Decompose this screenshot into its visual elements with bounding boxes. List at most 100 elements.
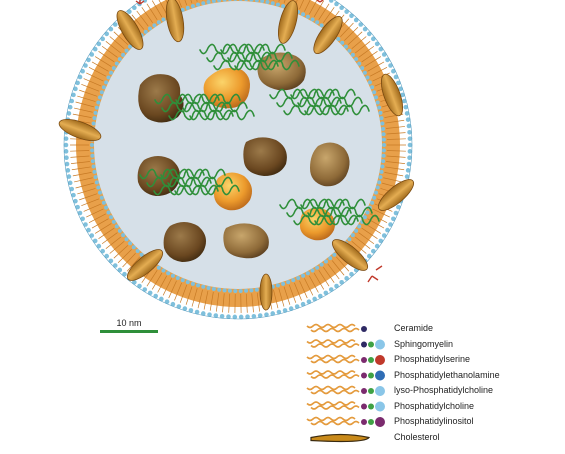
lipid-head xyxy=(378,110,383,115)
lipid-tail xyxy=(327,263,340,280)
lipid-head xyxy=(108,258,114,264)
lipid-head xyxy=(381,153,386,158)
lipid-head xyxy=(403,104,409,110)
lipid-head xyxy=(73,198,78,204)
lipid-tail xyxy=(383,177,402,183)
lipid-head xyxy=(93,110,98,115)
lipid-tail xyxy=(306,323,356,329)
lipid-head xyxy=(407,129,412,135)
lipid-tail xyxy=(136,10,149,27)
sphingomyelin-icon xyxy=(375,339,385,350)
lipid-head xyxy=(371,248,376,254)
lipid-tail xyxy=(340,22,354,38)
lipid-head xyxy=(137,283,142,289)
glycan xyxy=(367,265,383,283)
lyso-phosphatidylcholine-icon xyxy=(375,386,385,396)
surface-glycans xyxy=(135,0,383,283)
legend-item-phosphatidylcholine: Phosphatidylcholine xyxy=(305,399,555,415)
lipid-head xyxy=(349,271,354,277)
lipid-head xyxy=(156,265,161,270)
membrane-outline xyxy=(63,0,413,320)
lipid-head xyxy=(190,4,195,9)
lipid-head xyxy=(350,52,355,57)
lipid-head xyxy=(213,313,219,318)
lipid-tail xyxy=(386,138,406,140)
lipid-head xyxy=(244,0,248,2)
phosphatidylserine-icon xyxy=(361,357,367,363)
lipid-tail xyxy=(313,0,325,18)
lipid-tail xyxy=(209,291,214,311)
legend-icons xyxy=(306,323,385,443)
lipid-head xyxy=(63,149,69,154)
phosphatidylcholine-icon xyxy=(375,401,385,412)
lipid-head xyxy=(377,180,382,185)
lipid-head xyxy=(367,80,372,85)
lipid-tail xyxy=(179,284,188,303)
lipid-tail xyxy=(386,132,406,135)
lipid-head xyxy=(66,174,72,179)
lipid-head xyxy=(291,278,296,283)
legend-item-phosphatidylserine: Phosphatidylserine xyxy=(305,352,555,368)
rna-strand xyxy=(300,198,366,210)
apo-band xyxy=(58,118,102,142)
lipid-tail xyxy=(361,227,378,239)
lipid-tail xyxy=(75,182,95,189)
lipid-tail xyxy=(81,83,100,92)
lipid-tail xyxy=(351,36,367,50)
lipid-head xyxy=(164,299,170,304)
lipid-tail xyxy=(283,0,286,4)
legend: Ceramide Sphingomyelin Phosphatidylserin… xyxy=(305,321,555,445)
lipid-tail xyxy=(79,89,98,97)
lipid-tail xyxy=(299,0,305,10)
lipid-tail xyxy=(306,401,356,406)
lyso-phosphatidylcholine-icon xyxy=(368,388,374,394)
lipid-head xyxy=(92,46,98,52)
lipid-head xyxy=(98,190,103,195)
lipid-head xyxy=(96,100,101,105)
lipid-head xyxy=(161,268,166,273)
lipid-head xyxy=(63,142,69,148)
lipid-head xyxy=(328,0,334,3)
lipid-head xyxy=(276,309,282,315)
lipid-head xyxy=(370,85,375,90)
lipid-tail xyxy=(185,286,193,305)
lipid-head xyxy=(249,288,254,293)
lipid-head xyxy=(77,74,83,80)
lipid-tail xyxy=(385,119,405,124)
lipid-head xyxy=(350,233,355,238)
lipid-head xyxy=(353,17,359,23)
lipid-head xyxy=(323,290,329,296)
lipid-head xyxy=(80,216,85,222)
lipid-tail xyxy=(91,218,109,229)
lipid-head xyxy=(86,57,91,63)
lipid-head xyxy=(372,90,377,95)
lipid-head xyxy=(226,314,231,320)
lipid-head xyxy=(159,296,164,302)
lipid-tail xyxy=(386,150,406,152)
lipid-tail xyxy=(94,56,112,67)
lipid-tail xyxy=(256,292,261,312)
lipid-head xyxy=(71,192,76,198)
phosphatidylinositol-icon xyxy=(368,419,374,425)
lipid-head xyxy=(96,185,101,190)
lipid-head xyxy=(121,52,126,57)
lipid-tail xyxy=(113,31,129,45)
cholesterol-icon xyxy=(310,433,370,443)
lipid-head xyxy=(194,309,200,315)
lipid-head xyxy=(117,267,123,273)
lipid-head xyxy=(378,46,384,52)
lipid-tail xyxy=(306,385,356,391)
lipid-tail xyxy=(131,14,145,30)
lipid-head xyxy=(86,227,91,233)
legend-item-lyso-phosphatidylcholine: lyso-Phosphatidylcholine xyxy=(305,383,555,399)
lipid-head xyxy=(365,75,370,80)
lipid-tail xyxy=(306,354,356,360)
lipid-head xyxy=(182,306,188,311)
lipid-tail xyxy=(323,266,335,283)
lipid-tail xyxy=(288,284,297,303)
lipid-head xyxy=(407,155,412,161)
lipid-tail xyxy=(98,51,115,63)
legend-item-ceramide: Ceramide xyxy=(305,321,555,337)
lipid-head xyxy=(90,153,95,158)
